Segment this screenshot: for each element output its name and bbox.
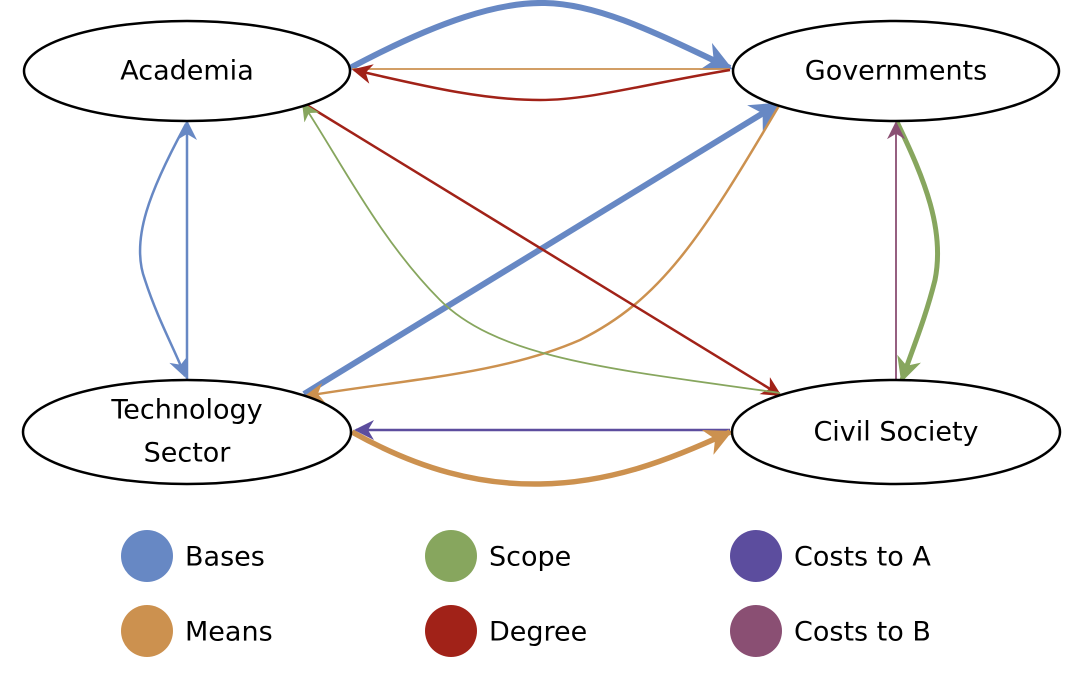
- edge-academia-governments-bases: [348, 0, 733, 71]
- edge-civilsociety-academia-scope: [302, 102, 781, 394]
- node-label-sector: Sector: [144, 438, 232, 469]
- edge-governments-techsector-means: [304, 103, 782, 403]
- legend-label-costs-to-b: Costs to B: [794, 617, 931, 648]
- legend-label-bases: Bases: [185, 542, 265, 573]
- node-technology-sector: Technology Sector: [21, 378, 353, 486]
- legend-label-costs-to-a: Costs to A: [794, 542, 931, 573]
- legend-swatch-scope: [425, 530, 477, 582]
- node-label-civil-society: Civil Society: [813, 417, 978, 448]
- legend-item-scope: Scope: [425, 530, 571, 582]
- legend-swatch-degree: [425, 605, 477, 657]
- legend-swatch-means: [121, 605, 173, 657]
- node-label-governments: Governments: [805, 56, 987, 87]
- legend: Bases Means Scope Degree Costs to A Cost…: [121, 530, 931, 657]
- legend-item-means: Means: [121, 605, 273, 657]
- edge-academia-civilsociety-degree: [304, 102, 782, 397]
- legend-item-costs-to-b: Costs to B: [730, 605, 931, 657]
- legend-swatch-costs-to-a: [730, 530, 782, 582]
- legend-item-degree: Degree: [425, 605, 587, 657]
- edge-governments-academia-degree: [352, 64, 731, 102]
- node-label-academia: Academia: [120, 56, 253, 87]
- legend-swatch-costs-to-b: [730, 605, 782, 657]
- legend-item-costs-to-a: Costs to A: [730, 530, 931, 582]
- legend-label-means: Means: [185, 617, 273, 648]
- legend-item-bases: Bases: [121, 530, 265, 582]
- node-academia: Academia: [22, 19, 352, 123]
- legend-swatch-bases: [121, 530, 173, 582]
- legend-label-degree: Degree: [489, 617, 587, 648]
- edge-academia-techsector-bases: [138, 123, 188, 378]
- node-governments: Governments: [731, 19, 1061, 123]
- edges: [138, 0, 941, 487]
- edge-governments-civilsociety-scope: [894, 120, 941, 383]
- edge-techsector-civilsociety-means: [350, 429, 733, 487]
- node-label-technology: Technology: [110, 395, 262, 426]
- node-civil-society: Civil Society: [730, 378, 1062, 486]
- legend-label-scope: Scope: [489, 542, 571, 573]
